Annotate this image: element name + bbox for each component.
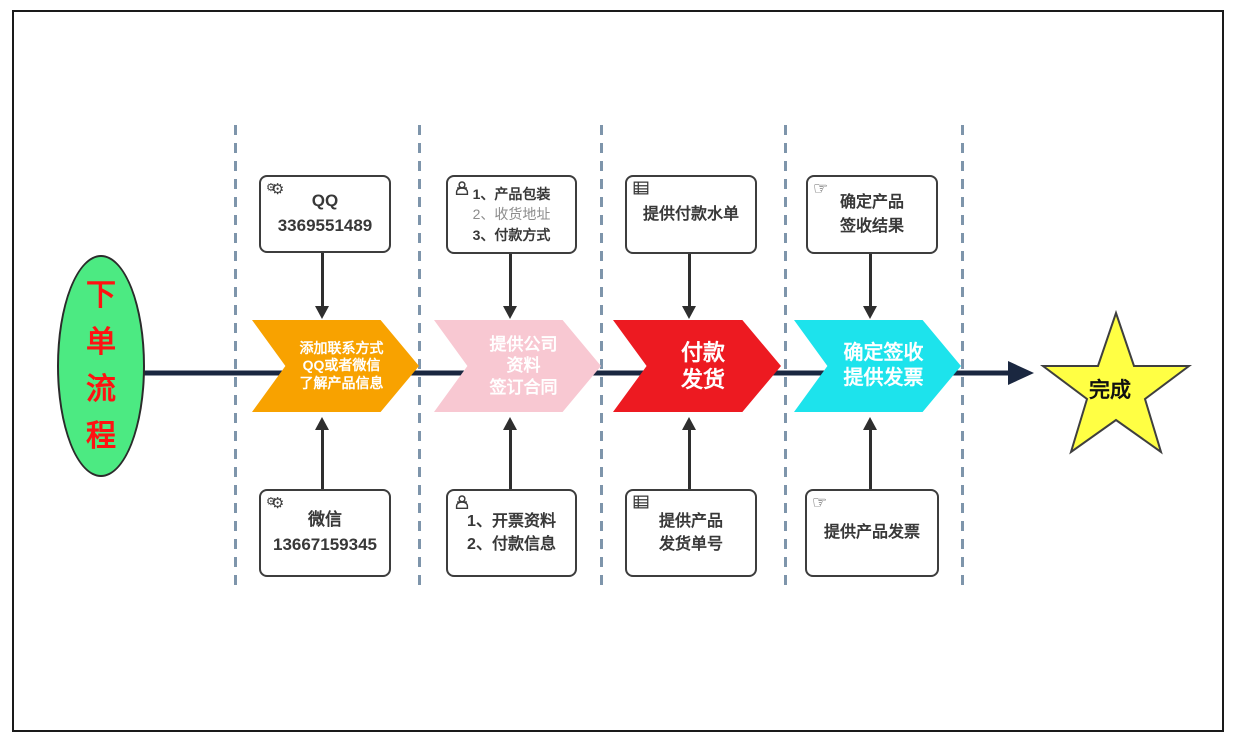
swimlane-divider-2	[418, 125, 421, 585]
note-line: 3369551489	[277, 216, 373, 235]
note-line: 1、产品包装	[472, 186, 551, 203]
worker-icon	[453, 493, 471, 516]
arrow-up-icon	[315, 417, 329, 430]
note-line: 提供付款水单	[642, 205, 739, 223]
connector-down-1	[321, 249, 324, 306]
chevron-label: 发货	[680, 367, 725, 392]
connector-up-1	[321, 430, 324, 489]
swimlane-divider-1	[234, 125, 237, 585]
worker-icon	[453, 179, 471, 200]
finish-label: 完成	[1089, 379, 1131, 402]
bottom-note-invoice-info: 1、开票资料 2、付款信息	[446, 489, 577, 577]
top-note-order-info: 1、产品包装 2、收货地址 3、付款方式	[446, 175, 577, 254]
note-line: 3、付款方式	[472, 226, 551, 243]
bottom-note-product-invoice: ☞ 提供产品发票	[805, 489, 939, 577]
note-line: 确定产品	[839, 194, 904, 212]
arrow-down-icon	[503, 306, 517, 319]
hand-icon: ☞	[812, 493, 828, 512]
note-line: 2、付款信息	[467, 536, 556, 553]
connector-up-4	[869, 430, 872, 489]
chevron-label: 确定签收	[843, 342, 924, 364]
swimlane-divider-4	[784, 125, 787, 585]
note-line: 13667159345	[272, 535, 377, 554]
top-note-qq: ⚙⚙ QQ 3369551489	[259, 175, 391, 253]
chevron-label: 资料	[506, 356, 541, 376]
connector-up-3	[688, 430, 691, 489]
gears-icon: ⚙⚙	[266, 181, 285, 198]
table-icon	[632, 493, 650, 516]
chevron-label: 提供发票	[843, 367, 924, 389]
chevron-label: 付款	[680, 339, 725, 365]
swimlane-divider-3	[600, 125, 603, 585]
chevron-label: QQ或者微信	[302, 357, 381, 374]
arrow-up-icon	[503, 417, 517, 430]
note-line: 发货单号	[658, 536, 723, 553]
connector-down-3	[688, 250, 691, 306]
start-ellipse: 下 单 流 程	[57, 255, 145, 477]
gears-icon: ⚙⚙	[266, 495, 285, 512]
start-label-char: 流	[86, 373, 116, 406]
hand-icon: ☞	[813, 179, 829, 198]
swimlane-divider-5	[961, 125, 964, 585]
arrow-down-icon	[682, 306, 696, 319]
bottom-note-shipping-no: 提供产品 发货单号	[625, 489, 757, 577]
chevron-label: 了解产品信息	[299, 374, 384, 391]
connector-down-2	[509, 250, 512, 306]
note-line: 签收结果	[839, 217, 904, 235]
note-line: 2、收货地址	[472, 206, 551, 223]
top-note-payment-slip: 提供付款水单	[625, 175, 757, 254]
note-line: 微信	[308, 510, 342, 530]
note-line: 提供产品	[658, 512, 723, 530]
arrow-down-icon	[315, 306, 329, 319]
arrow-down-icon	[863, 306, 877, 319]
note-line: 1、开票资料	[467, 512, 556, 530]
connector-down-4	[869, 250, 872, 306]
chevron-label: 签订合同	[489, 377, 558, 397]
start-label-char: 程	[86, 420, 116, 453]
arrow-up-icon	[682, 417, 696, 430]
table-icon	[632, 179, 650, 202]
diagram-border	[12, 10, 1224, 732]
note-line: 提供产品发票	[823, 524, 920, 542]
note-line: QQ	[311, 191, 339, 211]
top-note-sign-result: ☞ 确定产品 签收结果	[806, 175, 938, 254]
connector-up-2	[509, 430, 512, 489]
bottom-note-wechat: ⚙⚙ 微信 13667159345	[259, 489, 391, 577]
start-label-char: 下	[86, 279, 116, 312]
chevron-label: 添加联系方式	[299, 339, 384, 356]
chevron-label: 提供公司	[489, 335, 558, 355]
start-label-char: 单	[86, 326, 116, 359]
arrow-up-icon	[863, 417, 877, 430]
